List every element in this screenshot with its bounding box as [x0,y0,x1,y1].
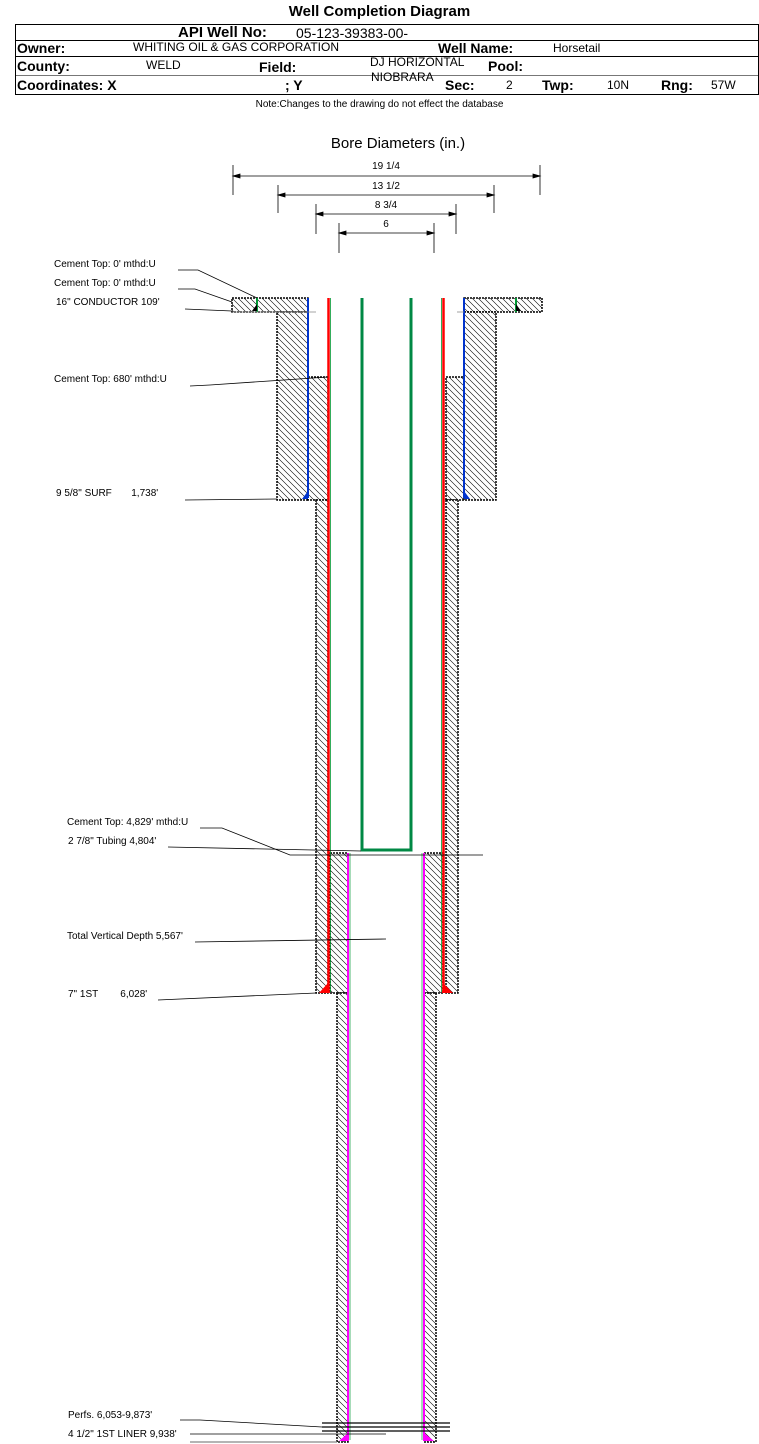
liner-cement-left-upper [329,852,349,994]
leader-lines [157,269,483,1443]
rng-value: 57W [711,78,736,92]
field-value-line1: DJ HORIZONTAL [370,55,465,69]
surface-cement-left [276,311,309,501]
perforations [322,1422,450,1432]
api-label: API Well No: [178,24,267,41]
surface-casing-shoe-right [464,491,470,499]
production-hole-cement-right [445,499,459,994]
rng-label: Rng: [661,77,693,93]
production-casing-label: 7" 1ST 6,028' [68,989,147,1000]
bore-diameter-label: 6 [383,219,389,230]
bore-diameter-label: 19 1/4 [372,161,400,172]
bore-diameter-label: 13 1/2 [372,181,400,192]
coordinates-label: Coordinates: X [17,77,117,93]
field-value-line2: NIOBRARA [371,70,434,84]
liner-shoe-left [339,1433,349,1441]
owner-value: WHITING OIL & GAS CORPORATION [133,40,340,54]
surface-casing-label: 9 5/8" SURF 1,738' [56,488,158,499]
surface-casing-shoe-left [302,491,308,499]
surface-cement-right [463,311,497,501]
twp-label: Twp: [542,77,574,93]
liner-hole-cement-left [336,992,349,1443]
cement-top-label: Cement Top: 0' mthd:U [54,278,156,289]
conductor-shoe-right [516,304,521,311]
conductor-label: 16" CONDUCTOR 109' [56,297,160,308]
divider [16,75,758,76]
field-label: Field: [259,59,297,75]
cement-top-label: Cement Top: 0' mthd:U [54,259,156,270]
production-shoe-right [442,983,453,993]
pool-label: Pool: [488,58,523,74]
cement-top-label: Cement Top: 4,829' mthd:U [67,817,188,828]
county-label: County: [17,58,70,74]
bore-diameter-label: 8 3/4 [375,200,398,211]
y-coordinate-label: ; Y [285,77,303,93]
database-note: Note:Changes to the drawing do not effec… [255,99,504,110]
production-cement-left [307,376,329,501]
liner-label: 4 1/2" 1ST LINER 9,938' [68,1429,177,1440]
api-value: 05-123-39383-00- [296,25,409,41]
sec-value: 2 [506,78,513,92]
divider [16,56,758,57]
production-cement-right [445,376,465,501]
perforations-label: Perfs. 6,053-9,873' [68,1410,152,1421]
production-hole-cement-left [315,499,329,994]
liner-shoe-right [423,1433,434,1441]
bore-dimensions [231,165,542,253]
twp-value: 10N [607,78,630,92]
liner-cement-right-upper [423,852,444,994]
liner-hole-cement-right [423,992,437,1443]
county-value: WELD [146,58,181,72]
conductor-cement-left [231,297,309,313]
total-vertical-depth-label: Total Vertical Depth 5,567' [67,931,183,942]
sec-label: Sec: [445,77,475,93]
conductor-shoe-left [252,304,257,311]
diagram-title: Well Completion Diagram [288,3,471,20]
divider [16,40,758,41]
well-name-label: Well Name: [438,40,514,56]
owner-label: Owner: [17,40,66,56]
cement-regions [231,297,543,1443]
tubing [360,298,413,852]
production-shoe-left [319,983,330,993]
conductor-cement-right [463,297,543,313]
well-name-value: Horsetail [553,41,601,55]
bore-diameters-title: Bore Diameters (in.) [331,135,465,152]
tubing-label: 2 7/8" Tubing 4,804' [68,836,156,847]
cement-top-label: Cement Top: 680' mthd:U [54,374,167,385]
